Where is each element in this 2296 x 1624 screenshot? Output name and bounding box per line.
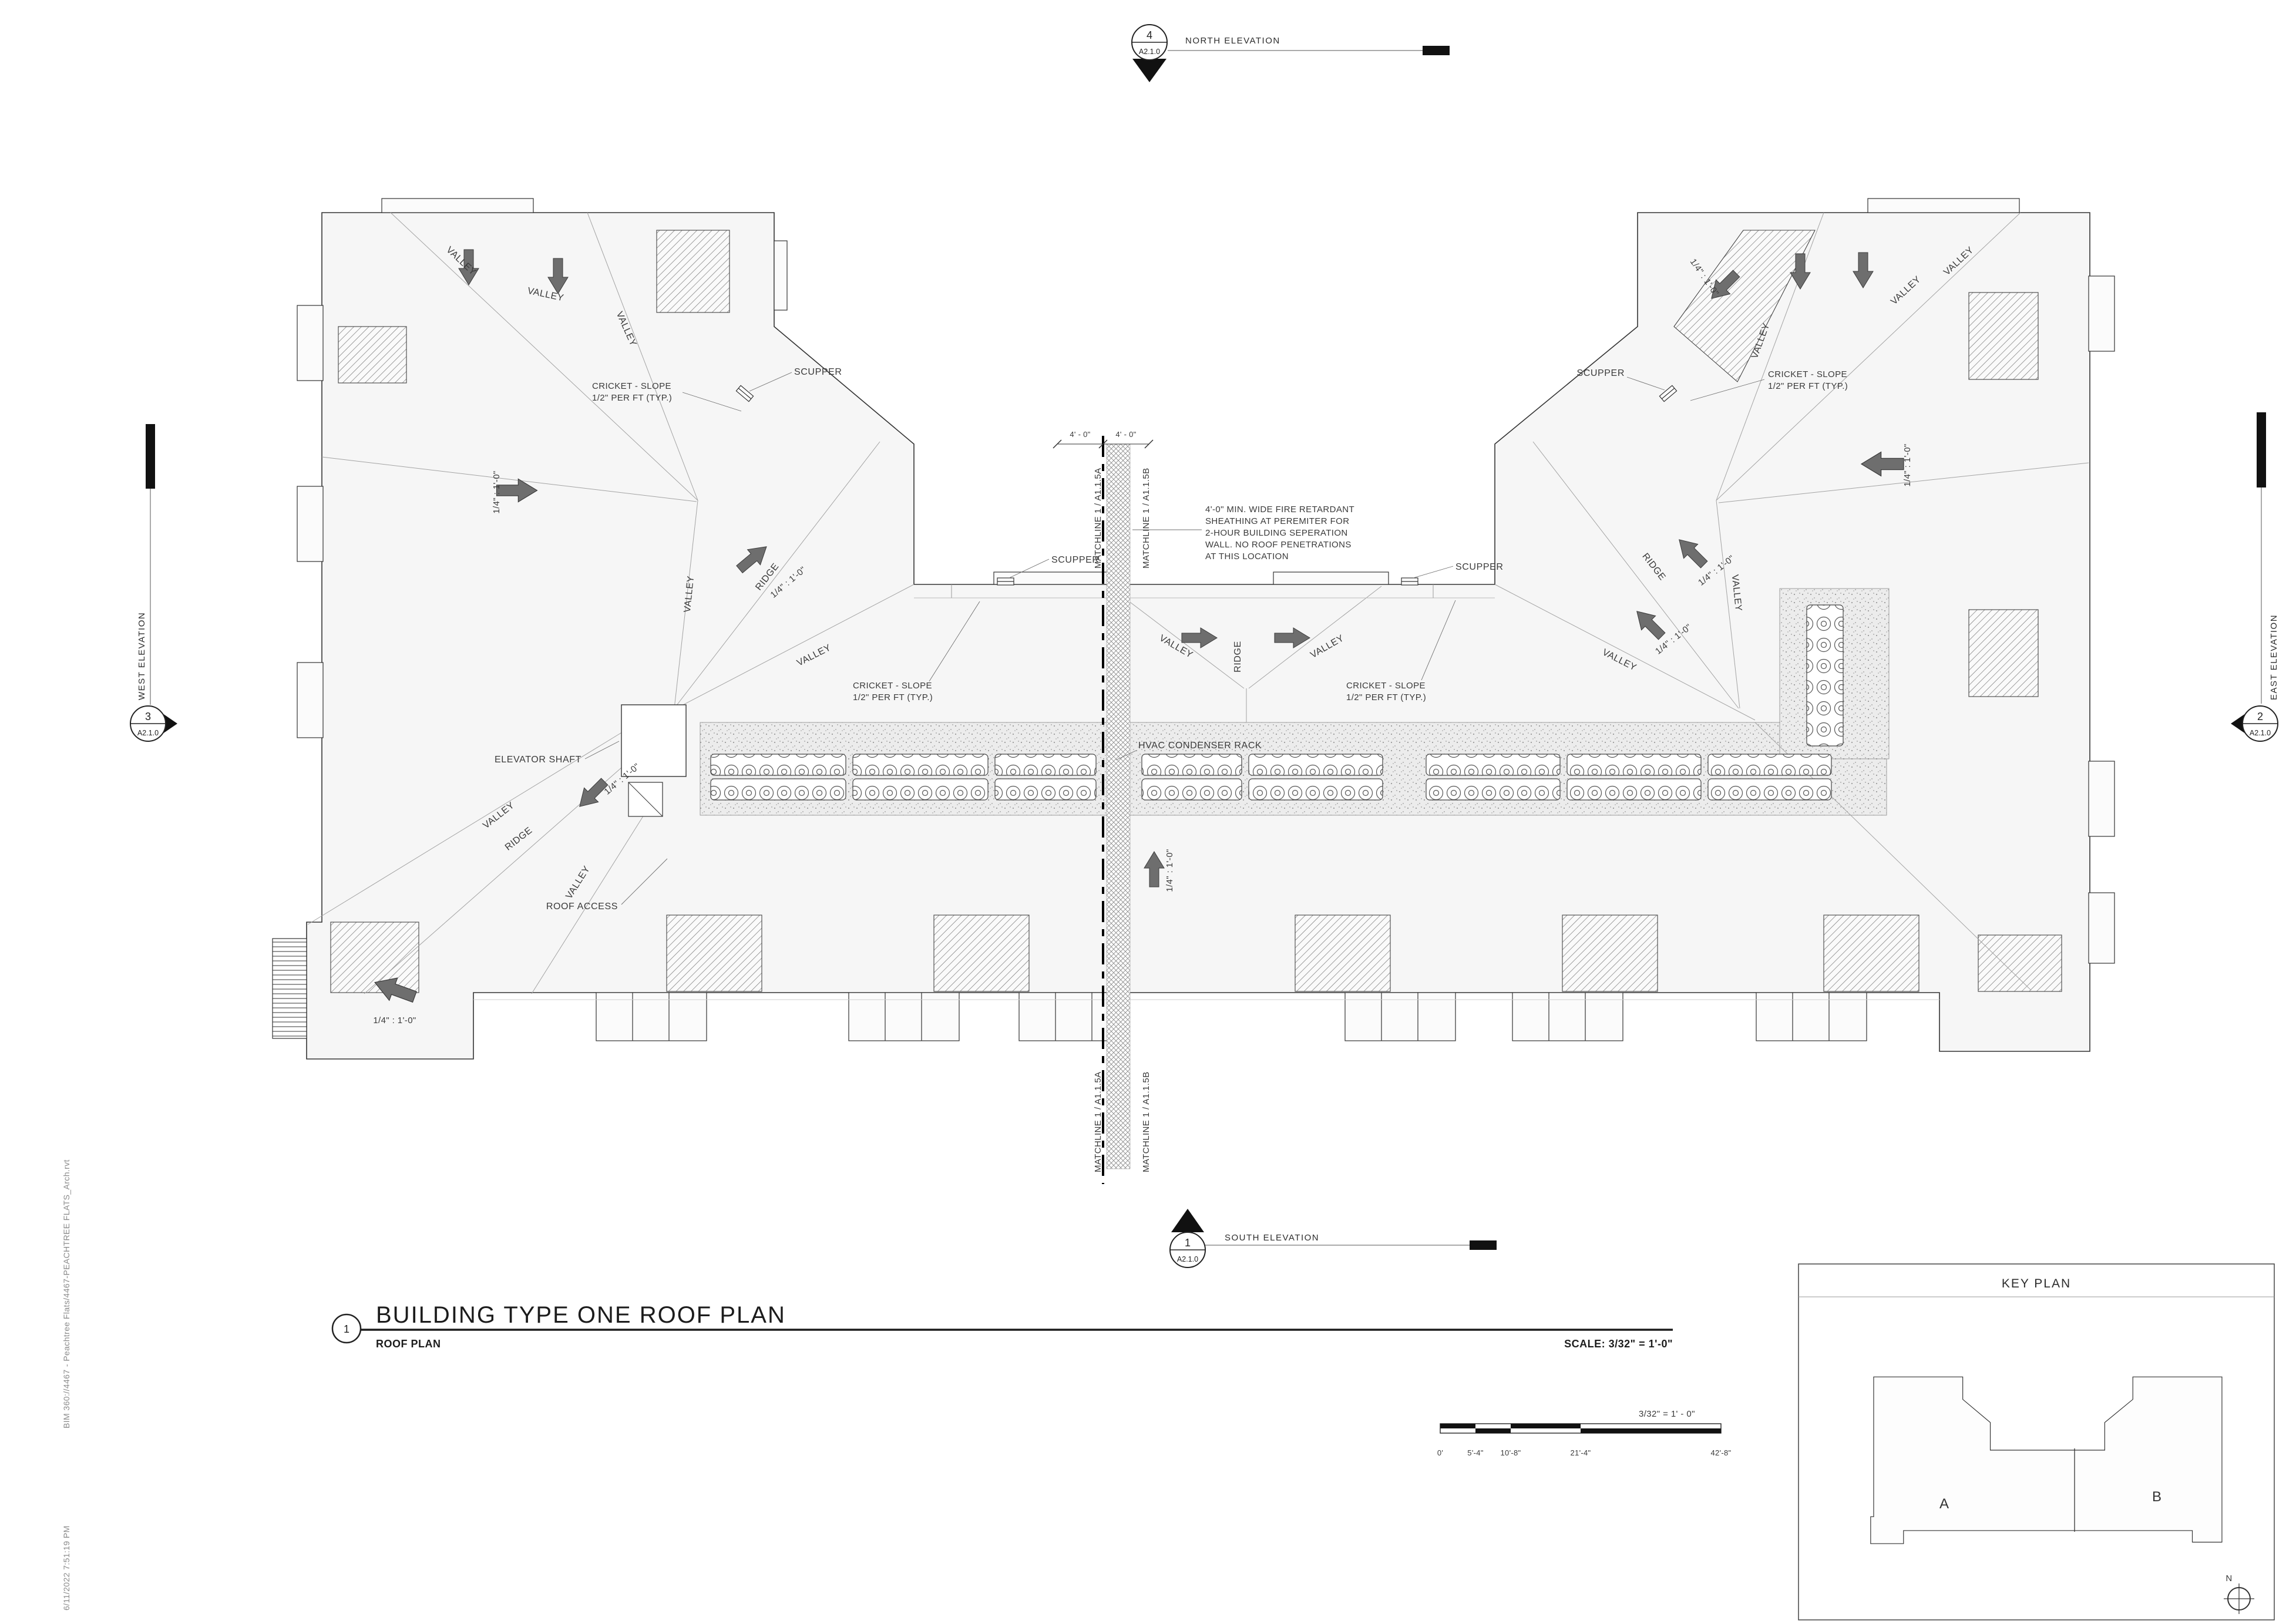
cricket-note-line2: 1/2" PER FT (TYP.) [1768,381,1848,391]
marker-sheet: A2.1.0 [2250,729,2271,737]
page-title: BUILDING TYPE ONE ROOF PLAN [376,1302,786,1328]
sheet-margin: BIM 360://4467 - Peachtree Flats/4467-PE… [62,1159,71,1610]
scupper-label: SCUPPER [1455,562,1504,572]
key-plan: KEY PLAN A B N [1798,1263,2275,1620]
marker-sheet: A2.1.0 [1139,48,1160,56]
elevator-shaft [621,704,687,817]
dimension-text: 4' - 0" [1070,430,1090,439]
elevation-marker-north: 4 A2.1.0 NORTH ELEVATION [1131,24,1450,82]
key-plan-title: KEY PLAN [2002,1277,2071,1290]
print-timestamp: 6/11/2022 7:51:19 PM [62,1525,71,1610]
elevation-marker-east: EAST ELEVATION 2 A2.1.0 [2231,412,2279,742]
scale-tick: 42'-8" [1711,1448,1732,1457]
cricket-note-line2: 1/2" PER FT (TYP.) [592,393,672,403]
dimension-text: 4' - 0" [1115,430,1136,439]
stair-bumpouts [596,992,1867,1041]
marker-number: 3 [145,711,151,722]
north-arrow-icon: N [2224,1573,2254,1614]
scale-ratio: 3/32" = 1' - 0" [1639,1409,1695,1419]
valley-label: VALLEY [683,575,696,613]
roof-access-label: ROOF ACCESS [546,902,618,912]
view-name: ROOF PLAN [376,1338,441,1350]
facade-projections [272,198,2115,1039]
elevation-marker-south: 1 A2.1.0 SOUTH ELEVATION [1169,1209,1497,1268]
marker-number: 2 [2257,711,2263,722]
title-block: 1 BUILDING TYPE ONE ROOF PLAN ROOF PLAN … [331,1302,1673,1350]
cricket-note: CRICKET - SLOPE 1/2" PER FT (TYP.) [1346,681,1426,702]
key-plan-building-b: B [2152,1489,2161,1505]
scupper-label: SCUPPER [1576,368,1625,378]
separation-dimension [1053,439,1154,449]
marker-sheet: A2.1.0 [137,729,159,737]
detail-number: 1 [344,1323,349,1335]
elevation-marker-west: WEST ELEVATION 3 A2.1.0 [130,424,177,742]
cricket-note: CRICKET - SLOPE 1/2" PER FT (TYP.) [1768,369,1848,391]
scupper-symbols [735,385,1678,586]
east-elevation-label: EAST ELEVATION [2269,614,2279,700]
scale-tick: 0' [1437,1448,1443,1457]
slope-label: 1/4" : 1'-0" [373,1016,416,1025]
matchline-label-b: MATCHLINE 1 / A1.1.5B [1141,468,1151,569]
marker-sheet: A2.1.0 [1177,1255,1198,1263]
slope-label: 1/4" : 1'-0" [1902,443,1912,486]
marker-number: 4 [1147,29,1152,41]
fire-note-line: WALL. NO ROOF PENETRATIONS [1205,540,1352,550]
scale-tick: 5'-4" [1467,1448,1483,1457]
scale-bar: 3/32" = 1' - 0" 0' 5'-4" 10'-8" 21'-4" 4… [1437,1409,1732,1457]
matchline: MATCHLINE 1 / A1.1.5A MATCHLINE 1 / A1.1… [1053,430,1154,1184]
slope-label: 1/4" : 1'-0" [492,470,502,513]
hatched-areas [330,230,2062,993]
scupper-label: SCUPPER [1051,555,1100,565]
louver-grille [272,938,307,1039]
elevator-shaft-label: ELEVATOR SHAFT [495,755,581,765]
cricket-note-line1: CRICKET - SLOPE [1768,369,1847,379]
roof-lines [307,212,2089,1000]
west-elevation-label: WEST ELEVATION [137,612,147,700]
hvac-rack-label: HVAC CONDENSER RACK [1138,741,1262,751]
scale-tick: 10'-8" [1501,1448,1521,1457]
cricket-note: CRICKET - SLOPE 1/2" PER FT (TYP.) [592,381,672,403]
matchline-label-a: MATCHLINE 1 / A1.1.5A [1093,1071,1103,1172]
fire-separation-note: 4'-0" MIN. WIDE FIRE RETARDANT SHEATHING… [1205,505,1354,561]
slope-label: 1/4" : 1'-0" [1165,849,1175,892]
hvac-condenser-racks [710,604,1844,801]
cricket-note: CRICKET - SLOPE 1/2" PER FT (TYP.) [853,681,933,702]
matchline-label-b: MATCHLINE 1 / A1.1.5B [1141,1071,1151,1172]
north-elevation-label: NORTH ELEVATION [1185,36,1280,46]
separation-wall-hatch [1106,443,1131,1169]
scale-tick: 21'-4" [1571,1448,1591,1457]
scale-label: SCALE: 3/32" = 1'-0" [1564,1338,1673,1350]
cricket-note-line1: CRICKET - SLOPE [1346,681,1426,691]
leader-lines [584,372,1765,905]
south-elevation-label: SOUTH ELEVATION [1225,1233,1319,1243]
cricket-note-line2: 1/2" PER FT (TYP.) [1346,692,1426,702]
north-label: N [2226,1573,2232,1583]
cricket-note-line2: 1/2" PER FT (TYP.) [853,692,933,702]
cricket-note-line1: CRICKET - SLOPE [853,681,932,691]
cricket-note-line1: CRICKET - SLOPE [592,381,671,391]
marker-number: 1 [1185,1237,1191,1249]
fire-note-line: SHEATHING AT PEREMITER FOR [1205,516,1349,526]
fire-note-line: AT THIS LOCATION [1205,552,1289,561]
matchline-label-a: MATCHLINE 1 / A1.1.5A [1093,468,1103,569]
file-reference: BIM 360://4467 - Peachtree Flats/4467-PE… [62,1159,71,1428]
scupper-label: SCUPPER [794,367,842,377]
ridge-label: RIDGE [1233,641,1243,673]
fire-note-line: 2-HOUR BUILDING SEPERATION [1205,528,1348,538]
valley-label: VALLEY [1730,574,1743,611]
fire-note-line: 4'-0" MIN. WIDE FIRE RETARDANT [1205,505,1354,515]
key-plan-building-a: A [1939,1496,1949,1512]
